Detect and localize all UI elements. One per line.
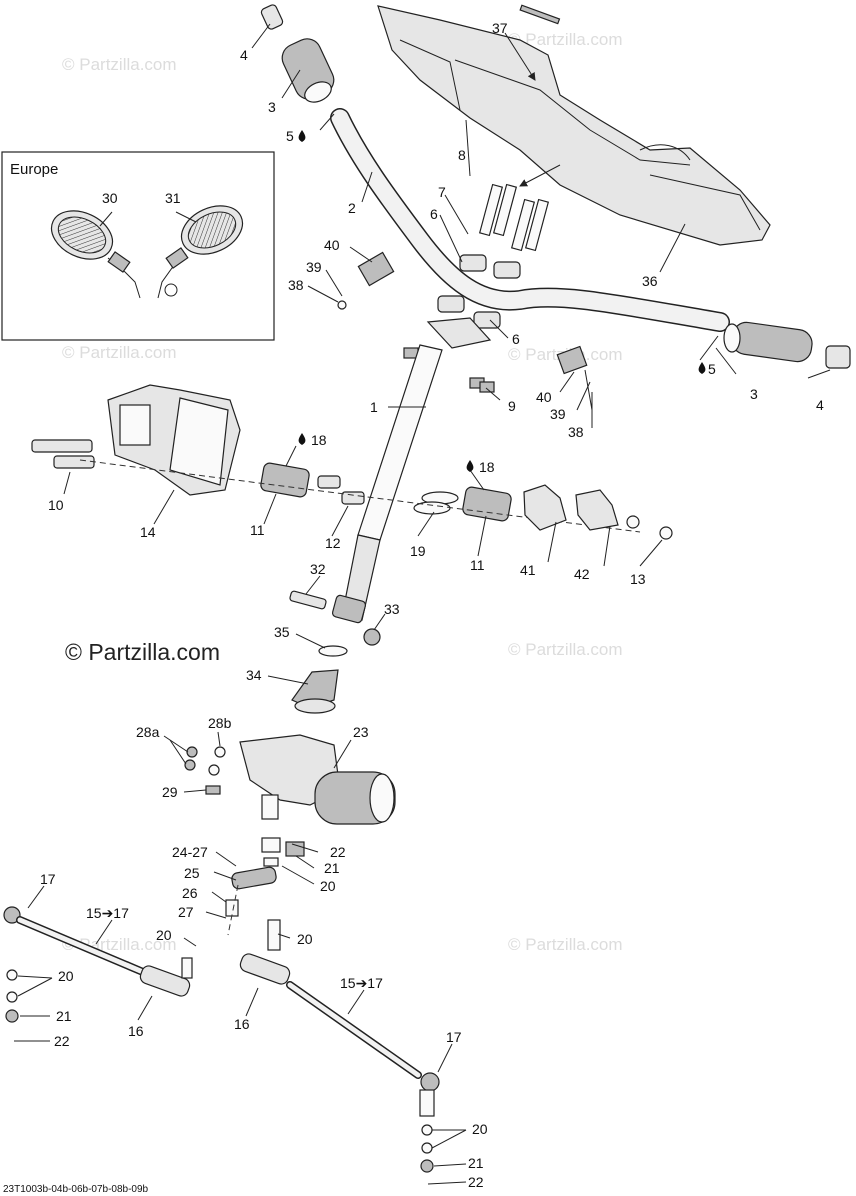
unit-fasteners bbox=[184, 746, 226, 795]
lower-column-parts bbox=[289, 590, 381, 714]
callout-11: 11 bbox=[250, 522, 265, 538]
pivot-bolt bbox=[31, 439, 95, 469]
callout-7: 7 bbox=[438, 184, 446, 200]
callout-39: 39 bbox=[306, 259, 322, 275]
callout-34: 34 bbox=[246, 667, 262, 683]
callout-28b: 28b bbox=[208, 715, 232, 731]
watermark: © Partzilla.com bbox=[62, 55, 177, 74]
callout-6: 6 bbox=[430, 206, 438, 222]
diagram-reference-code: 23T1003b-04b-06b-07b-08b-09b bbox=[3, 1184, 149, 1195]
callout-19: 19 bbox=[410, 543, 426, 559]
callout-3: 3 bbox=[750, 386, 758, 402]
europe-inset: Europe bbox=[1, 151, 275, 341]
leader-lines bbox=[14, 23, 831, 1185]
callout-5: 5 bbox=[286, 128, 294, 144]
callout-17: 17 bbox=[40, 871, 56, 887]
callout-38: 38 bbox=[568, 424, 584, 440]
callout-21: 21 bbox=[56, 1008, 72, 1024]
callout-40: 40 bbox=[324, 237, 340, 253]
callout-27: 27 bbox=[178, 904, 194, 920]
callout-18: 18 bbox=[479, 459, 495, 475]
callout-26: 26 bbox=[182, 885, 198, 901]
handlebar-clamps bbox=[403, 183, 550, 393]
handlebar-cover bbox=[377, 4, 771, 246]
watermark: © Partzilla.com bbox=[508, 640, 623, 659]
callout-32: 32 bbox=[310, 561, 326, 577]
left-tie-rod bbox=[3, 906, 193, 1023]
callout-28a: 28a bbox=[136, 724, 160, 740]
callout-4: 4 bbox=[240, 47, 248, 63]
watermark-main: © Partzilla.com bbox=[65, 639, 220, 665]
callout-17: 17 bbox=[446, 1029, 462, 1045]
callout-13: 13 bbox=[630, 571, 646, 587]
callout-4: 4 bbox=[816, 397, 824, 413]
callout-41: 41 bbox=[520, 562, 536, 578]
bracket-plates bbox=[523, 484, 673, 540]
watermark: © Partzilla.com bbox=[62, 343, 177, 362]
callout-20: 20 bbox=[320, 878, 336, 894]
callout-11: 11 bbox=[470, 557, 485, 573]
callout-15-17: 15➔17 bbox=[86, 905, 129, 921]
pitman-arm bbox=[225, 837, 305, 951]
callout-20: 20 bbox=[58, 968, 74, 984]
callout-18: 18 bbox=[311, 432, 327, 448]
callout-1: 1 bbox=[370, 399, 378, 415]
callout-5: 5 bbox=[708, 361, 716, 377]
switch-blocks bbox=[337, 251, 593, 411]
callout-6: 6 bbox=[512, 331, 520, 347]
callout-12: 12 bbox=[325, 535, 341, 551]
callout-39: 39 bbox=[550, 406, 566, 422]
callout-31: 31 bbox=[165, 190, 181, 206]
callout-2: 2 bbox=[348, 200, 356, 216]
right-mirror bbox=[157, 205, 244, 299]
support-bracket bbox=[107, 384, 241, 496]
callout-40: 40 bbox=[536, 389, 552, 405]
callout-24-27: 24-27 bbox=[172, 844, 208, 860]
callout-22: 22 bbox=[54, 1033, 70, 1049]
oil-drop-icon bbox=[698, 362, 706, 374]
watermark: © Partzilla.com bbox=[508, 30, 623, 49]
callout-35: 35 bbox=[274, 624, 290, 640]
europe-inset-label: Europe bbox=[10, 161, 58, 178]
callout-16: 16 bbox=[128, 1023, 144, 1039]
callout-20: 20 bbox=[472, 1121, 488, 1137]
callout-20: 20 bbox=[297, 931, 313, 947]
callout-9: 9 bbox=[508, 398, 516, 414]
callout-8: 8 bbox=[458, 147, 466, 163]
callout-30: 30 bbox=[102, 190, 118, 206]
callout-20: 20 bbox=[156, 927, 172, 943]
lubricant-drops bbox=[298, 130, 706, 472]
callout-38: 38 bbox=[288, 277, 304, 293]
callout-16: 16 bbox=[234, 1016, 250, 1032]
callout-21: 21 bbox=[468, 1155, 484, 1171]
callout-21: 21 bbox=[324, 860, 340, 876]
oil-drop-icon bbox=[298, 130, 306, 142]
callout-25: 25 bbox=[184, 865, 200, 881]
callout-37: 37 bbox=[492, 20, 508, 36]
callout-29: 29 bbox=[162, 784, 178, 800]
handlebar bbox=[330, 108, 730, 332]
callout-10: 10 bbox=[48, 497, 64, 513]
callout-22: 22 bbox=[468, 1174, 484, 1190]
left-mirror bbox=[50, 210, 141, 299]
right-grip bbox=[723, 321, 851, 369]
power-steering-unit bbox=[239, 734, 396, 825]
callout-3: 3 bbox=[268, 99, 276, 115]
watermark: © Partzilla.com bbox=[508, 935, 623, 954]
steering-column bbox=[331, 344, 443, 624]
callout-36: 36 bbox=[642, 273, 658, 289]
callout-33: 33 bbox=[384, 601, 400, 617]
right-tie-rod bbox=[239, 953, 440, 1173]
callout-42: 42 bbox=[574, 566, 590, 582]
callout-labels: 1 2 3 3 4 4 5 5 6 6 7 8 9 10 11 11 12 13… bbox=[40, 20, 824, 1190]
oil-drop-icon bbox=[298, 433, 306, 445]
callout-23: 23 bbox=[353, 724, 369, 740]
callout-14: 14 bbox=[140, 524, 156, 540]
left-grip bbox=[260, 4, 335, 103]
oil-drop-icon bbox=[466, 460, 474, 472]
callout-15-17: 15➔17 bbox=[340, 975, 383, 991]
callout-22: 22 bbox=[330, 844, 346, 860]
